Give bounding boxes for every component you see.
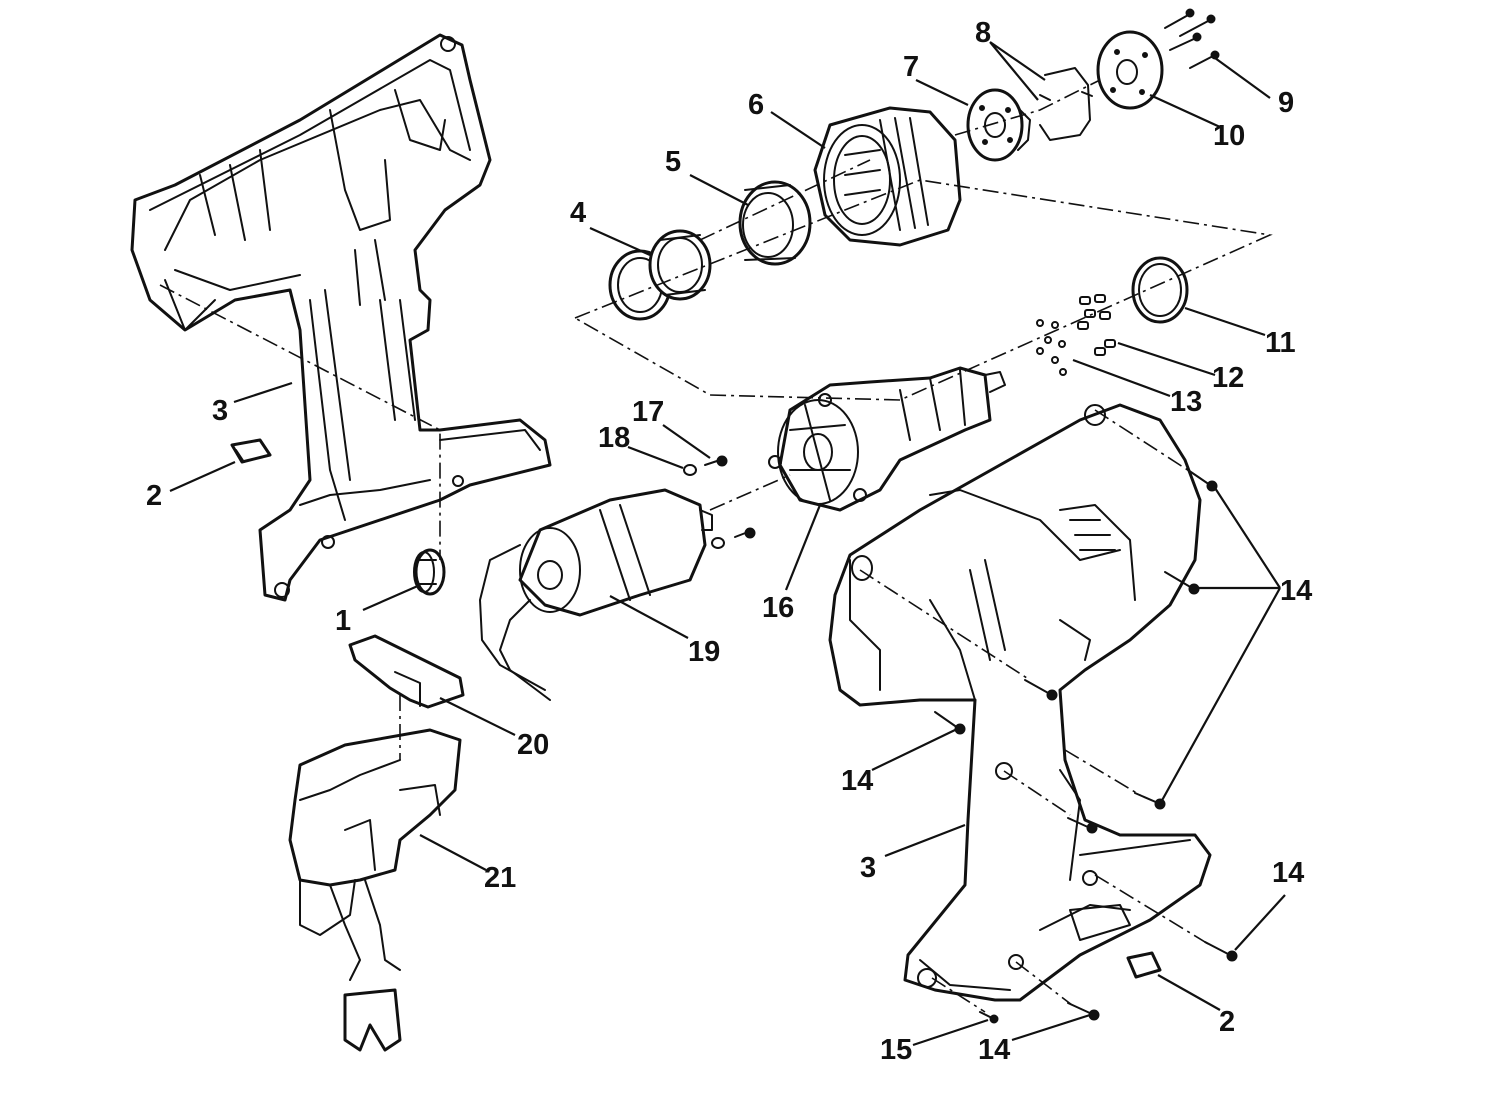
callout-21: 21 [484,862,516,894]
callout-13: 13 [1170,386,1202,418]
callout-14-lower-right: 14 [1272,857,1304,889]
assembly-dash-lines [159,79,1273,1013]
part-11-retaining-ring [1131,256,1189,324]
callout-2-right: 2 [1219,1006,1235,1038]
callout-4: 4 [570,197,586,229]
part-14-screws [934,469,1238,1021]
callout-14-upper-right: 14 [1280,575,1312,607]
part-17-18-screw-washer [683,455,756,549]
callout-15: 15 [880,1034,912,1066]
callout-5: 5 [665,146,681,178]
leader-lines [169,41,1286,1047]
callout-2-left: 2 [146,480,162,512]
part-6-clutch-collar [813,106,962,247]
part-7-gear-plate [966,88,1031,162]
part-13-balls [1036,319,1067,376]
callout-8: 8 [975,17,991,49]
callout-19: 19 [688,636,720,668]
part-4-spring-rings [608,229,712,321]
part-16-gearbox [768,366,1006,512]
part-1-button [413,548,446,596]
part-12-pins [1077,294,1116,356]
part-2-switch-cap-right [1126,951,1162,979]
callout-10: 10 [1213,120,1245,152]
part-20-shuttle [348,634,465,709]
part-21-trigger-switch [288,728,462,1052]
callout-12: 12 [1212,362,1244,394]
part-9-screws [1164,8,1220,69]
right-housing-half [828,403,1212,1002]
part-10-end-plate [1096,30,1164,110]
callout-3-left: 3 [212,395,228,427]
part-19-motor [479,488,713,701]
callout-6: 6 [748,89,764,121]
part-5-ring [738,180,812,266]
left-housing-half [130,33,552,602]
callout-14-middle-left: 14 [841,765,873,797]
callout-9: 9 [1278,87,1294,119]
callout-14-bottom: 14 [978,1034,1010,1066]
callout-7: 7 [903,51,919,83]
callout-20: 20 [517,729,549,761]
part-8-spring-clip [1039,67,1093,141]
callout-11: 11 [1265,327,1296,359]
part-15-screw [979,1011,999,1024]
callout-16: 16 [762,592,794,624]
callout-3-right: 3 [860,852,876,884]
callout-1: 1 [335,605,351,637]
part-2-switch-cap-left [230,438,272,464]
callout-17: 17 [632,396,664,428]
callout-numbers: 1 2 3 4 5 6 7 8 9 10 11 12 13 14 14 14 1… [146,17,1312,1066]
callout-18: 18 [598,422,630,454]
